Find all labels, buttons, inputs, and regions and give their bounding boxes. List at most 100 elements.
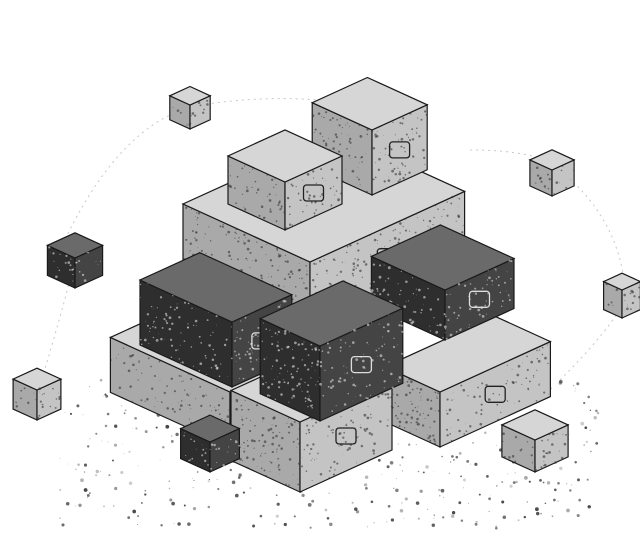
- dust-speck: [363, 483, 368, 487]
- texture-speck: [473, 292, 475, 294]
- texture-speck: [403, 427, 406, 429]
- dust-speck: [488, 497, 492, 501]
- texture-speck: [370, 289, 374, 292]
- texture-speck: [558, 450, 560, 452]
- texture-speck: [477, 308, 481, 312]
- texture-speck: [506, 380, 508, 382]
- texture-speck: [245, 257, 248, 260]
- texture-speck: [53, 260, 55, 262]
- dust-speck: [128, 450, 131, 453]
- texture-speck: [260, 277, 263, 280]
- texture-speck: [72, 280, 74, 282]
- texture-speck: [307, 197, 311, 200]
- texture-speck: [516, 373, 520, 377]
- texture-speck: [416, 127, 418, 129]
- dust-speck: [370, 500, 374, 504]
- texture-speck: [280, 393, 283, 396]
- dust-speck: [86, 496, 89, 499]
- texture-speck: [538, 349, 541, 351]
- texture-speck: [612, 305, 614, 307]
- dust-speck: [173, 523, 175, 524]
- texture-speck: [390, 406, 392, 408]
- dust-speck: [577, 478, 580, 482]
- texture-speck: [295, 293, 296, 295]
- texture-speck: [384, 154, 386, 156]
- texture-speck: [485, 300, 487, 302]
- texture-speck: [288, 331, 290, 333]
- texture-speck: [329, 187, 332, 190]
- texture-speck: [366, 190, 368, 193]
- texture-speck: [279, 266, 281, 267]
- texture-speck: [324, 369, 326, 371]
- dust-speck: [440, 488, 445, 493]
- texture-speck: [377, 243, 378, 244]
- dust-speck: [159, 459, 161, 460]
- texture-speck: [294, 341, 297, 345]
- texture-speck: [151, 387, 154, 390]
- texture-speck: [291, 272, 294, 275]
- dust-speck: [165, 424, 170, 429]
- texture-speck: [227, 250, 231, 254]
- texture-speck: [339, 350, 342, 352]
- texture-speck: [150, 305, 153, 308]
- texture-speck: [319, 377, 320, 378]
- texture-speck: [354, 396, 356, 398]
- texture-speck: [241, 193, 244, 196]
- texture-speck: [535, 466, 537, 468]
- texture-speck: [273, 378, 275, 380]
- dust-speck: [101, 440, 103, 442]
- texture-speck: [269, 461, 271, 462]
- texture-speck: [281, 180, 283, 182]
- texture-speck: [383, 387, 385, 389]
- texture-speck: [367, 405, 369, 407]
- texture-speck: [72, 273, 74, 276]
- texture-speck: [315, 384, 317, 386]
- orbit-line: [469, 149, 561, 171]
- texture-speck: [412, 292, 415, 295]
- texture-speck: [190, 377, 193, 381]
- texture-speck: [245, 417, 248, 419]
- texture-speck: [346, 245, 349, 248]
- texture-speck: [311, 278, 315, 282]
- texture-speck: [271, 336, 273, 338]
- dust-speck: [155, 426, 158, 429]
- texture-speck: [220, 363, 222, 365]
- dust-speck: [466, 460, 470, 463]
- texture-speck: [353, 265, 356, 268]
- texture-speck: [387, 396, 390, 400]
- texture-speck: [193, 440, 196, 443]
- texture-speck: [288, 484, 290, 486]
- texture-speck: [190, 408, 192, 410]
- texture-speck: [422, 148, 425, 152]
- texture-speck: [269, 427, 273, 431]
- texture-speck: [207, 311, 209, 313]
- texture-speck: [15, 401, 16, 403]
- texture-speck: [343, 365, 345, 367]
- texture-speck: [235, 354, 238, 357]
- texture-speck: [308, 194, 311, 197]
- texture-speck: [458, 197, 461, 200]
- texture-speck: [291, 184, 294, 187]
- dust-speck: [386, 521, 388, 523]
- texture-speck: [320, 188, 321, 190]
- texture-speck: [323, 258, 325, 261]
- texture-speck: [344, 440, 347, 443]
- texture-speck: [432, 434, 435, 437]
- texture-speck: [173, 410, 176, 413]
- texture-speck: [259, 455, 262, 457]
- texture-speck: [497, 418, 500, 421]
- texture-speck: [545, 452, 547, 454]
- texture-speck: [246, 350, 249, 353]
- texture-speck: [302, 456, 304, 458]
- block-top-face: [500, 409, 570, 441]
- texture-speck: [374, 162, 376, 164]
- texture-speck: [455, 220, 457, 222]
- dust-speck: [83, 488, 88, 492]
- texture-speck: [445, 293, 448, 296]
- dust-speck: [208, 479, 210, 481]
- texture-speck: [299, 199, 301, 201]
- texture-speck: [349, 244, 352, 247]
- texture-speck: [182, 254, 185, 256]
- dust-speck: [433, 514, 435, 516]
- texture-speck: [278, 305, 281, 308]
